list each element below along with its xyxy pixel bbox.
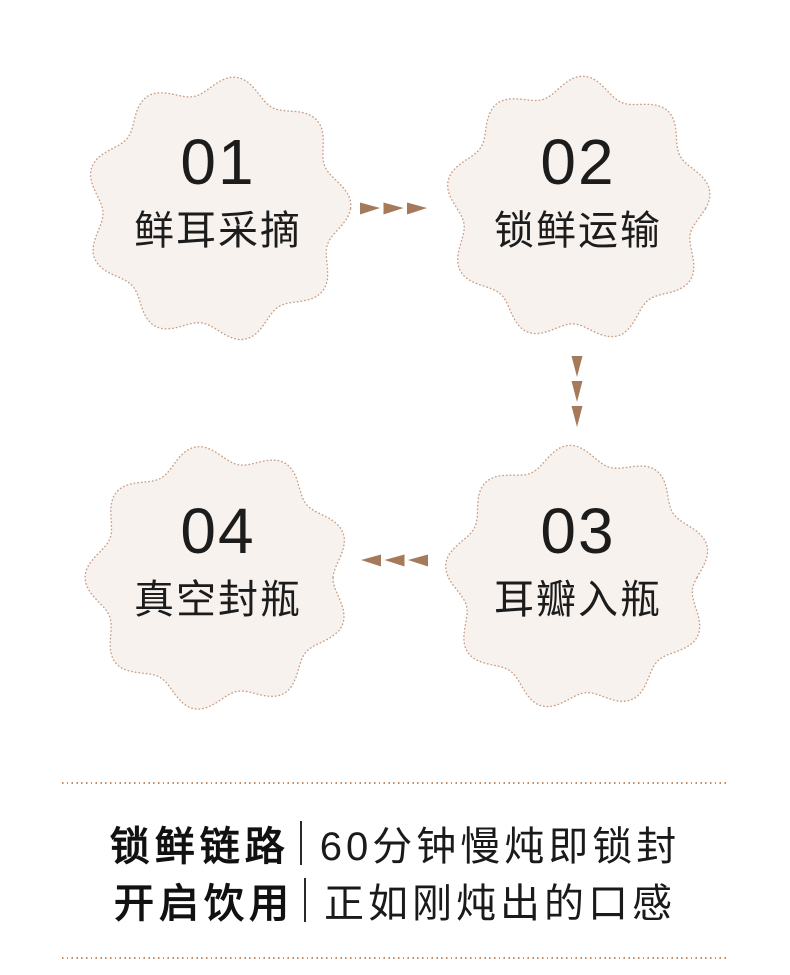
dotted-divider-bottom: [62, 957, 729, 959]
footer-title: 锁鲜链路: [109, 824, 290, 869]
arrow-right-icon: [360, 202, 427, 215]
vertical-bar-divider: [299, 820, 302, 865]
step-blob-1: 01 鲜耳采摘: [78, 69, 358, 349]
footer-text-block: 锁鲜链路 60分钟慢炖即锁封 开启饮用 正如刚炖出的口感: [0, 814, 790, 928]
arrow-left-icon: [361, 554, 428, 567]
footer-description: 正如刚炖出的口感: [324, 881, 676, 926]
footer-row: 开启饮用 正如刚炖出的口感: [0, 871, 790, 928]
step-blob-4: 04 真空封瓶: [78, 438, 358, 718]
step-blob-3: 03 耳瓣入瓶: [438, 438, 718, 718]
flower-blob-shape: [444, 444, 709, 708]
step-label: 真空封瓶: [134, 578, 302, 622]
step-number: 01: [180, 126, 256, 198]
step-3-content: 03 耳瓣入瓶: [438, 419, 718, 699]
step-number: 03: [540, 495, 616, 567]
step-number: 02: [540, 126, 616, 198]
step-label: 耳瓣入瓶: [494, 578, 662, 622]
flower-blob-shape: [84, 446, 346, 710]
footer-description: 60分钟慢炖即锁封: [319, 824, 681, 869]
footer-row: 锁鲜链路 60分钟慢炖即锁封: [0, 814, 790, 871]
footer-title: 开启饮用: [114, 881, 294, 926]
step-2-content: 02 锁鲜运输: [438, 50, 718, 330]
arrow-down-icon: [571, 356, 583, 427]
flower-blob-shape: [89, 76, 352, 341]
dotted-divider-top: [62, 782, 729, 784]
step-1-content: 01 鲜耳采摘: [78, 50, 358, 330]
step-4-content: 04 真空封瓶: [78, 419, 358, 699]
vertical-bar-divider: [304, 877, 306, 922]
flower-blob-shape: [446, 75, 711, 338]
step-blob-2: 02 锁鲜运输: [438, 69, 718, 349]
step-number: 04: [180, 495, 256, 567]
step-label: 锁鲜运输: [494, 209, 662, 253]
step-label: 鲜耳采摘: [134, 209, 302, 253]
